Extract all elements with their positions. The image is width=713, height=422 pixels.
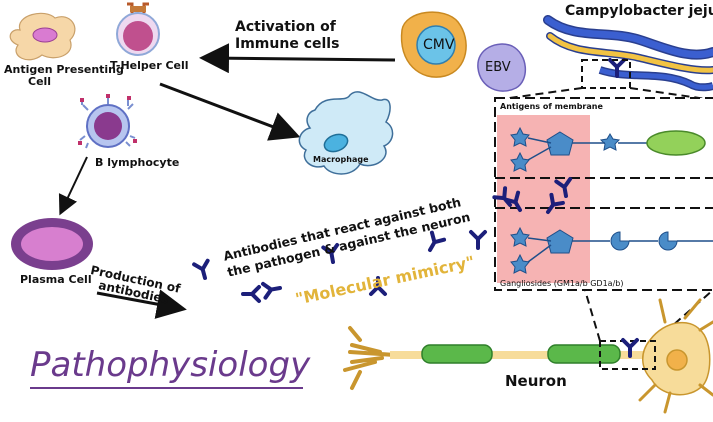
plasma-cell bbox=[11, 218, 93, 270]
b-lymphocyte bbox=[78, 94, 137, 149]
activation-label-line2: Immune cells bbox=[235, 36, 340, 52]
membrane-antigens-label: Antigens of membrane bbox=[500, 102, 603, 111]
ebv-virus bbox=[477, 43, 526, 92]
arrow-icon bbox=[159, 82, 301, 141]
campylobacter-label: Campylobacter jejuni bbox=[565, 3, 713, 19]
t-helper-label: T-Helper Cell bbox=[110, 59, 189, 72]
arrow-icon bbox=[199, 43, 396, 74]
arrows bbox=[58, 43, 396, 319]
campylobacter-bacteria bbox=[543, 15, 713, 92]
antigen-presenting-cell bbox=[9, 12, 76, 61]
macrophage-label: Macrophage bbox=[313, 155, 369, 164]
ebv-label: EBV bbox=[485, 60, 511, 75]
gangliosides-label: Gangliosides (GM1a/b GD1a/b) bbox=[500, 279, 624, 288]
star-icon bbox=[510, 126, 530, 147]
crescent-icon bbox=[610, 231, 630, 251]
membrane-antigen-row bbox=[510, 126, 706, 172]
plasma-cell-label: Plasma Cell bbox=[20, 273, 92, 286]
ganglioside-row bbox=[510, 226, 713, 274]
apc-label-line1: Antigen Presenting bbox=[4, 63, 124, 76]
arrow-icon bbox=[96, 289, 187, 319]
macrophage bbox=[298, 91, 394, 175]
cmv-virus bbox=[400, 11, 467, 78]
ellipse-icon bbox=[646, 130, 706, 156]
neuron-label: Neuron bbox=[505, 372, 567, 390]
cmv-label: CMV bbox=[423, 37, 455, 53]
star-icon bbox=[510, 151, 530, 172]
crescent-icon bbox=[658, 231, 678, 251]
activation-label-line1: Activation of bbox=[235, 19, 336, 35]
neuron bbox=[343, 298, 713, 414]
apc-label-line2: Cell bbox=[28, 75, 52, 88]
pathophysiology-title: Pathophysiology bbox=[30, 345, 311, 385]
zoom-panel bbox=[492, 97, 713, 291]
arrow-icon bbox=[58, 156, 88, 216]
b-lymphocyte-label: B lymphocyte bbox=[95, 156, 180, 169]
star-icon bbox=[599, 133, 621, 151]
synapse-zoom-box bbox=[599, 340, 656, 370]
pentagon-icon bbox=[546, 131, 574, 156]
t-helper-cell bbox=[116, 2, 160, 56]
